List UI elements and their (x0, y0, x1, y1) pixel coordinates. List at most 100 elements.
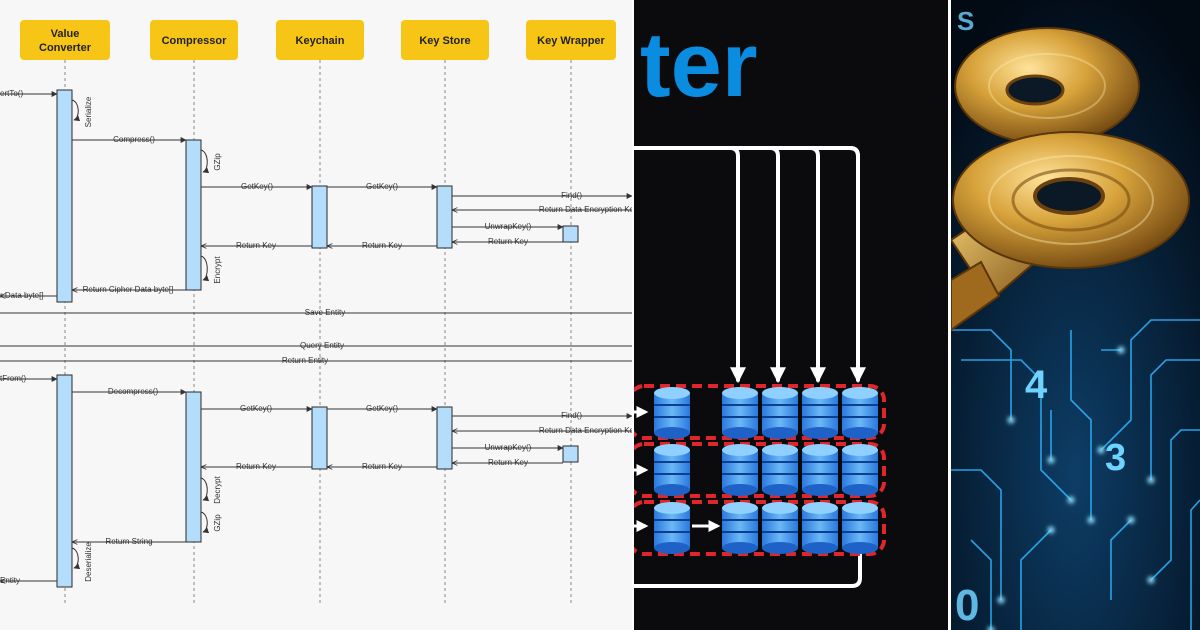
route-line (768, 146, 786, 384)
database-icon (802, 502, 838, 554)
message-label: Return Cipher Data byte[] (83, 285, 174, 294)
sequence-diagram: Value Converter Compressor Keychain Key … (0, 20, 632, 605)
participant-key-store: Key Store (401, 20, 489, 60)
database-icon (842, 502, 878, 554)
participant-compressor: Compressor (150, 20, 238, 60)
message-label: Compress() (113, 135, 155, 144)
message-label: GZip (213, 514, 222, 532)
shard-group-2 (634, 442, 886, 498)
panel-divider (948, 0, 951, 630)
route-line (634, 550, 862, 588)
participant-label: Value (51, 28, 80, 40)
activation-compressor-2 (185, 391, 202, 543)
shard-group-1 (634, 384, 886, 440)
golden-keys-illustration-panel: S 1 4 3 0 (951, 0, 1200, 630)
message-label: Query Entity (300, 341, 344, 350)
messages-write (0, 91, 632, 362)
self-message-arrow (200, 149, 210, 174)
digit: 0 (955, 581, 979, 630)
route-line (728, 146, 860, 158)
message-label: GetKey() (241, 182, 273, 191)
panel-divider (632, 0, 635, 630)
message-label: Decompress() (108, 387, 159, 396)
message-label: Return Data Encryption Key (539, 426, 632, 435)
message-label: GetKey() (366, 404, 398, 413)
message-label: Save Entity (305, 308, 345, 317)
messages-read (0, 376, 632, 581)
routing-lines (634, 146, 866, 588)
message-label: Find() (561, 411, 582, 420)
message-label: GetKey() (240, 404, 272, 413)
headline-fragment: ter (640, 14, 758, 116)
message-label: Return Key (488, 458, 528, 467)
circuit-traces (951, 319, 1200, 630)
participant-label: Converter (39, 42, 92, 54)
database-icon (802, 387, 838, 439)
database-icon (722, 502, 758, 554)
participant-key-wrapper: Key Wrapper (526, 20, 616, 60)
activation-value-converter-2 (56, 374, 73, 588)
activation-keychain-2 (311, 406, 328, 470)
digit: 3 (1105, 437, 1126, 479)
message-label: Serialize (84, 96, 93, 127)
database-icon (654, 387, 690, 439)
self-message-arrow (71, 99, 81, 122)
database-icon (762, 444, 798, 496)
message-label: UnwrapKey() (485, 443, 532, 452)
database-icon (654, 444, 690, 496)
sequence-diagram-panel: Value Converter Compressor Keychain Key … (0, 20, 632, 605)
message-label: r Data byte[] (0, 291, 44, 300)
database-shard-panel: ter (634, 0, 948, 630)
database-shard-diagram: ter (634, 14, 886, 588)
activation-key-wrapper-2 (562, 445, 579, 463)
message-label: Find() (561, 191, 582, 200)
database-icon (802, 444, 838, 496)
circuit-nodes (987, 346, 1155, 630)
message-label: Decrypt (213, 475, 222, 503)
shard-group-3 (634, 500, 886, 556)
activation-key-wrapper-1 (562, 225, 579, 243)
message-label: Return String (105, 537, 152, 546)
database-icon (842, 444, 878, 496)
participant-value-converter: Value Converter (20, 20, 110, 60)
message-label: Encrypt (213, 256, 222, 284)
message-label: Entity (0, 576, 20, 585)
message-labels: ertTo() Serialize Compress() GZip GetKey… (0, 89, 632, 585)
message-label: Return Key (236, 241, 276, 250)
database-icon (842, 387, 878, 439)
message-label: UnwrapKey() (485, 222, 532, 231)
participant-label: Compressor (162, 35, 228, 47)
activation-key-store-1 (436, 185, 453, 249)
message-label: Return Entity (282, 356, 328, 365)
message-label: GZip (213, 153, 222, 171)
message-label: Return Key (488, 237, 528, 246)
database-icon (762, 502, 798, 554)
message-label: Return Key (362, 462, 402, 471)
digit: 4 (1025, 363, 1048, 407)
golden-key-back (954, 27, 1140, 145)
route-line (808, 146, 826, 384)
message-label: tFrom() (0, 374, 27, 383)
golden-keys-illustration: S 1 4 3 0 (951, 0, 1200, 630)
digit: S (957, 6, 974, 36)
activation-bars (56, 89, 579, 588)
activation-value-converter-1 (56, 89, 73, 303)
self-message-arrow (71, 547, 81, 570)
database-icon (654, 502, 690, 554)
database-icon (762, 387, 798, 439)
golden-key-front (951, 131, 1190, 332)
message-label: GetKey() (366, 182, 398, 191)
participant-label: Key Wrapper (537, 35, 605, 47)
message-label: Return Key (362, 241, 402, 250)
self-message-arrow (200, 511, 210, 534)
message-label: Return Key (236, 462, 276, 471)
self-message-arrow (200, 255, 210, 282)
route-line (634, 146, 746, 384)
activation-compressor-1 (185, 139, 202, 291)
message-label: Return Data Encryption Key (539, 205, 632, 214)
database-icon (722, 444, 758, 496)
participant-label: Keychain (296, 35, 345, 47)
self-message-arrow (200, 477, 210, 502)
route-line (848, 146, 866, 384)
